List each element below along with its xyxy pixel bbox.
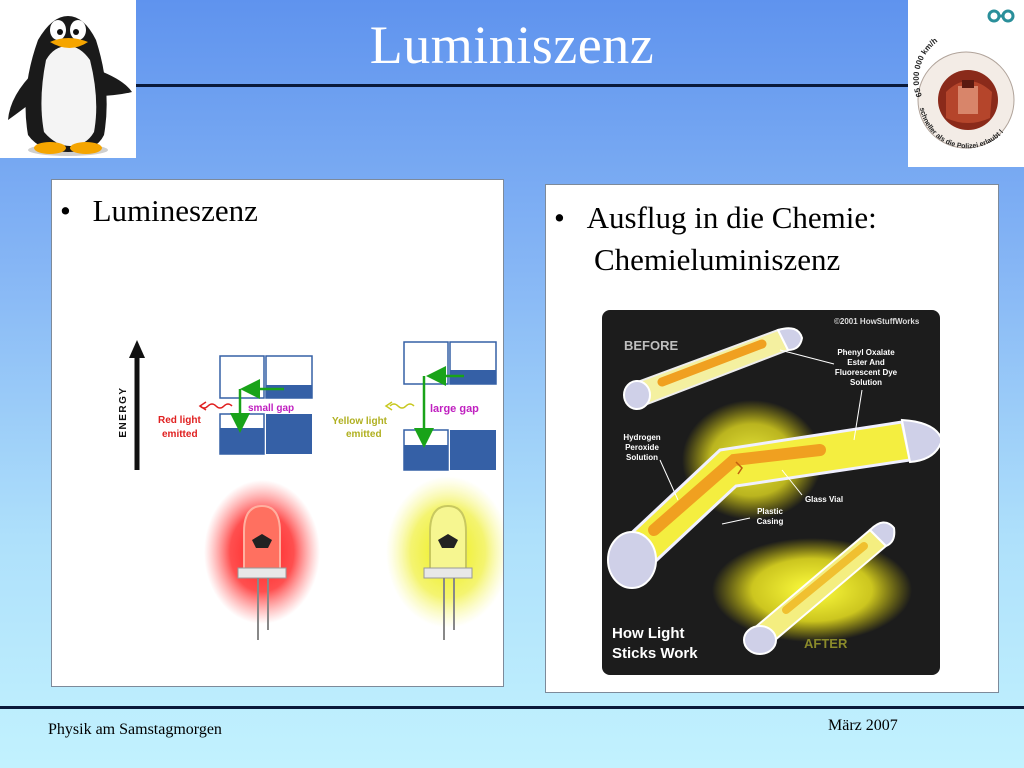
slide-title: Luminiszenz [369,15,655,75]
label-phenyl-3: Fluorescent Dye [835,368,898,377]
after-label: AFTER [804,636,848,651]
yellow-emit-line2: emitted [346,429,382,440]
energy-gap-diagram: ENERGY small gap Red light emitted [118,340,503,640]
label-plastic-2: Casing [757,517,784,526]
red-led [204,480,320,640]
label-plastic-1: Plastic [757,507,783,516]
caption-line2: Sticks Work [612,645,698,662]
yellow-emit-line1: Yellow light [332,416,388,427]
label-phenyl-1: Phenyl Oxalate [837,348,895,357]
label-hydrogen-2: Peroxide [625,443,659,452]
bullet-dot: • [60,193,71,228]
energy-axis-label: ENERGY [118,386,129,437]
yellow-led [386,476,503,640]
before-lightstick: BEFORE [623,327,835,410]
energy-axis: ENERGY [118,340,145,470]
chemiluminescence-panel: • Ausflug in die Chemie: Chemieluminisze… [545,184,999,693]
red-emit-line1: Red light [158,415,201,426]
footer-line [0,706,1024,709]
before-label: BEFORE [624,338,679,353]
footer-left: Physik am Samstagmorgen [48,721,222,738]
luminescence-panel: • Lumineszenz ENERGY [51,179,504,687]
label-glass-vial: Glass Vial [805,495,843,504]
right-bullet-line2: Chemieluminiszenz [594,242,841,277]
activated-lightstick [607,389,940,589]
bullet-dot: • [554,200,565,235]
penguin-logo [0,0,136,158]
title-underline [0,84,1024,87]
right-bullet-line1: Ausflug in die Chemie: [586,200,877,235]
label-phenyl-2: Ester And [847,358,885,367]
red-band-diagram: small gap Red light emitted [158,355,313,455]
after-lightstick: AFTER [743,521,896,655]
copyright-text: ©2001 HowStuffWorks [834,317,920,326]
label-hydrogen-3: Solution [626,453,658,462]
right-bullet: • Ausflug in die Chemie: Chemieluminisze… [554,197,877,281]
speed-logo: 65 000 000 km/h schneller als die Polize… [908,0,1024,167]
penguin-icon [8,16,132,156]
red-emit-line2: emitted [162,429,198,440]
yellow-band-diagram: large gap Yellow light emitted [332,341,497,471]
left-bullet: • Lumineszenz [60,190,258,232]
engine-seal-icon: 65 000 000 km/h schneller als die Polize… [912,9,1015,150]
caption-line1: How Light [612,625,684,642]
left-bullet-text: Lumineszenz [92,193,258,228]
yellow-gap-label: large gap [430,403,479,415]
footer-date: März 2007 [828,717,898,734]
lightstick-illustration: ©2001 HowStuffWorks BEFORE [602,310,940,675]
red-gap-label: small gap [248,403,294,414]
label-phenyl-4: Solution [850,378,882,387]
label-hydrogen-1: Hydrogen [623,433,660,442]
